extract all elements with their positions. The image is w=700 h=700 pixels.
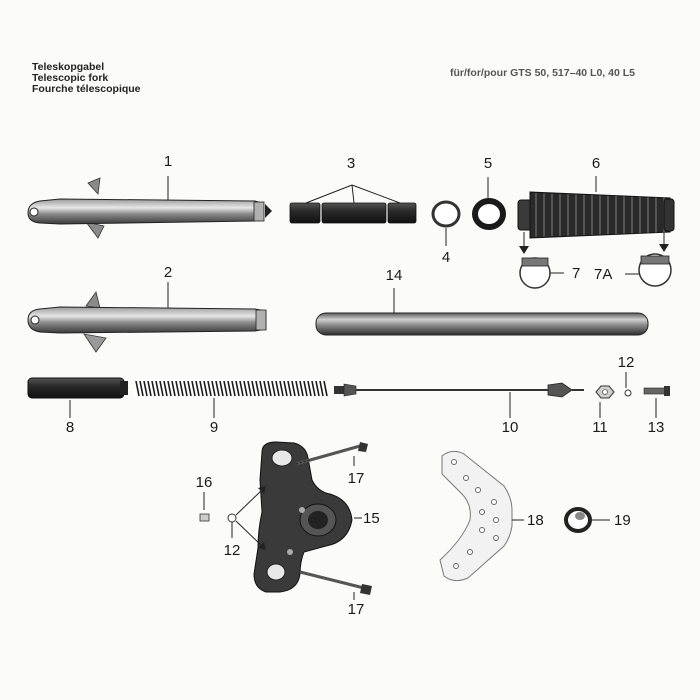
- label-8: 8: [66, 419, 74, 436]
- title-german: Teleskopgabel: [32, 61, 105, 73]
- label-6: 6: [592, 155, 600, 172]
- label-5: 5: [484, 155, 492, 172]
- part-6-rubber-boot: 6: [517, 155, 675, 254]
- label-15: 15: [363, 510, 380, 527]
- part-15-fork-bridge: 15: [253, 441, 380, 593]
- label-19: 19: [614, 512, 631, 529]
- part-12-washer-top: 12: [618, 354, 635, 397]
- part-17-bolt-lower: 17: [299, 570, 372, 618]
- label-9: 9: [210, 419, 218, 436]
- part-7-hose-clamp: 7: [519, 257, 580, 289]
- label-17-top: 17: [348, 470, 365, 487]
- part-3-bushings: 3: [289, 155, 417, 224]
- label-7a: 7A: [594, 266, 612, 283]
- part-19-ring-nut: 19: [564, 507, 631, 533]
- part-4-ring: 4: [431, 200, 461, 266]
- part-10-damper-rod: 10: [334, 382, 584, 436]
- part-14-stanchion-tube: 14: [315, 267, 649, 336]
- part-8-damper: 8: [27, 377, 128, 436]
- model-applicability: für/for/pour GTS 50, 517–40 L0, 40 L5: [450, 67, 635, 79]
- label-17-bottom: 17: [348, 601, 365, 618]
- title-block: Teleskopgabel Telescopic fork Fourche té…: [32, 62, 141, 95]
- part-9-spring: 9: [134, 380, 328, 436]
- label-16: 16: [196, 474, 213, 491]
- label-14: 14: [386, 267, 403, 284]
- label-13: 13: [648, 419, 665, 436]
- label-4: 4: [442, 249, 450, 266]
- part-2-lower-fork-leg: 2: [27, 264, 267, 353]
- label-2: 2: [164, 264, 172, 281]
- part-12-washer-bottom: 12: [224, 486, 266, 559]
- part-16-screw: 16: [196, 474, 213, 522]
- part-1-lower-fork-leg: 1: [27, 153, 272, 239]
- part-13-bolt: 13: [643, 386, 670, 436]
- part-5-seal: 5: [472, 155, 506, 230]
- part-11-nut: 11: [592, 385, 615, 436]
- label-7: 7: [572, 265, 580, 282]
- part-18-plate: 18: [439, 450, 544, 582]
- title-english: Telescopic fork: [32, 72, 109, 84]
- label-11: 11: [592, 419, 608, 436]
- label-10: 10: [502, 419, 519, 436]
- label-18: 18: [527, 512, 544, 529]
- label-12-bottom: 12: [224, 542, 241, 559]
- label-1: 1: [164, 153, 172, 170]
- label-12-top: 12: [618, 354, 635, 371]
- part-17-bolt-upper: 17: [295, 442, 368, 487]
- label-3: 3: [347, 155, 355, 172]
- title-french: Fourche télescopique: [32, 83, 141, 95]
- part-7a-hose-clamp: 7A: [594, 253, 672, 287]
